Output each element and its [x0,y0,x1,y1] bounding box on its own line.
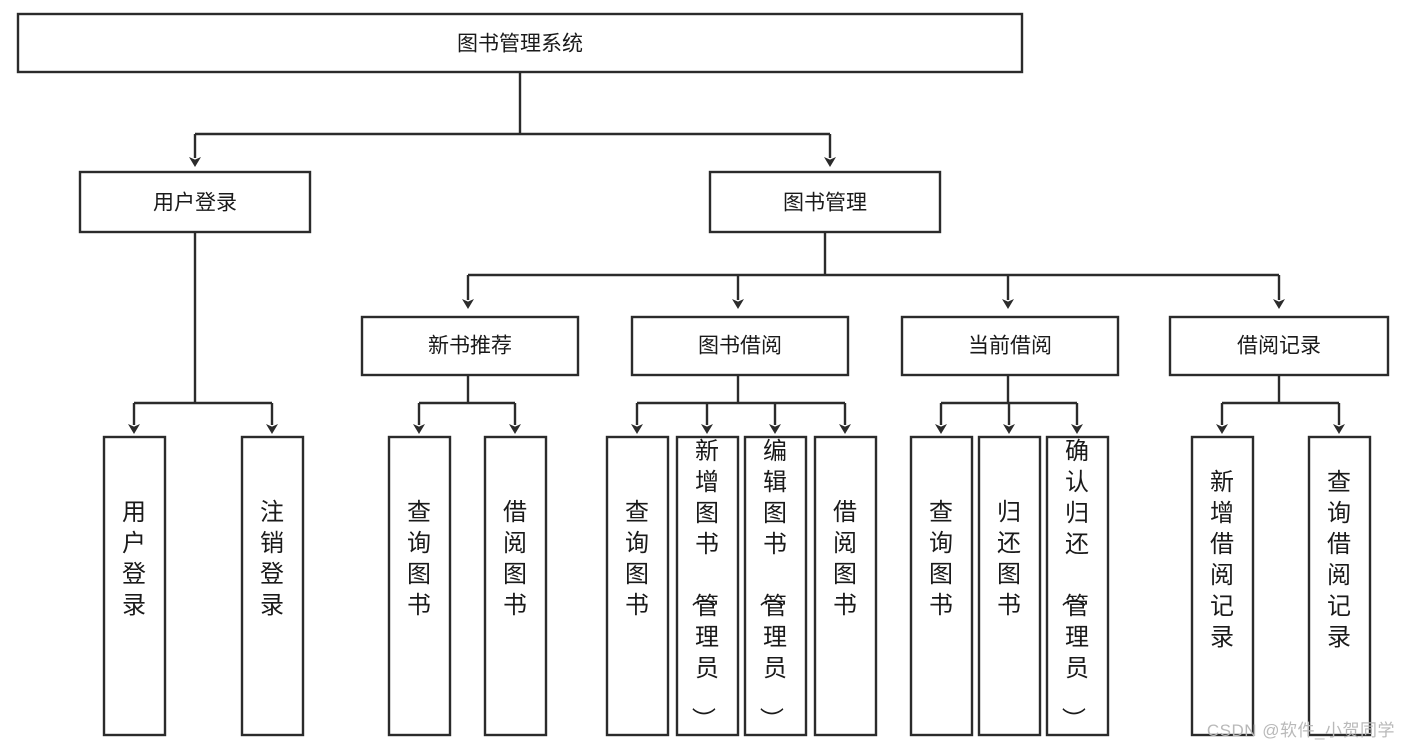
leaf-box [743,435,808,737]
leaf-node-user-login-logout[interactable]: 注销登录 [240,435,305,737]
node-new-book-recommend-box [360,315,580,377]
leaf-node-recommend-query-book[interactable]: 查询图书 [387,435,452,737]
leaf-label: 查询图书 [625,499,649,619]
leaf-box [387,435,452,737]
node-borrow-record[interactable]: 借阅记录 [1168,315,1390,377]
connector-group-book-manage [462,232,1285,309]
leaf-node-current-confirm-return[interactable]: 确认归还（管理员） [1045,435,1110,737]
leaf-node-recommend-borrow-book[interactable]: 借阅图书 [483,435,548,737]
leaf-node-borrow-edit-book[interactable]: 编辑图书（管理员） [743,435,808,737]
leaf-label: 查询借阅记录 [1327,469,1351,651]
leaf-label: 查询图书 [407,499,431,619]
leaf-node-record-query-record[interactable]: 查询借阅记录 [1307,435,1372,737]
connector-group-book-borrow [631,375,851,434]
leaf-label: 归还图书 [997,499,1021,619]
connector-group-current-borrow [935,375,1083,434]
node-user-login-label: 用户登录 [153,192,237,215]
leaf-label: 确认归还（管理员） [1059,438,1089,731]
leaf-node-current-query-book[interactable]: 查询图书 [909,435,974,737]
leaf-label: 用户登录 [122,499,146,619]
leaf-box [240,435,305,737]
leaf-label: 查询图书 [929,499,953,619]
leaf-box [102,435,167,737]
leaf-node-user-login-login[interactable]: 用户登录 [102,435,167,737]
leaf-label: 新增图书（管理员） [689,438,719,731]
node-new-book-recommend-label: 新书推荐 [428,335,512,358]
leaf-box [1045,435,1110,737]
leaf-box [1190,435,1255,737]
leaf-node-current-return-book[interactable]: 归还图书 [977,435,1042,737]
connector-group-borrow-record [1216,375,1345,434]
leaf-box [605,435,670,737]
leaf-label: 注销登录 [260,499,284,619]
leaf-node-borrow-borrow-book[interactable]: 借阅图书 [813,435,878,737]
leaf-box [813,435,878,737]
node-book-borrow-box [630,315,850,377]
node-user-login-box [78,170,312,234]
leaf-label: 新增借阅记录 [1210,469,1234,651]
node-book-management[interactable]: 图书管理 [708,170,942,234]
leaf-box [909,435,974,737]
connector-group-new-book-recommend [413,375,521,434]
leaf-node-borrow-add-book[interactable]: 新增图书（管理员） [675,435,740,737]
connector-group-user-login [128,232,278,434]
node-current-borrow[interactable]: 当前借阅 [900,315,1120,377]
leaf-box [483,435,548,737]
node-book-management-system[interactable]: 图书管理系统 [16,12,1024,74]
node-new-book-recommend[interactable]: 新书推荐 [360,315,580,377]
leaf-label: 借阅图书 [503,499,527,619]
node-book-management-label: 图书管理 [783,192,867,215]
node-root-box [16,12,1024,74]
connector-group-root [189,72,836,167]
leaf-label: 借阅图书 [833,499,857,619]
leaf-node-record-add-record[interactable]: 新增借阅记录 [1190,435,1255,737]
leaf-box [1307,435,1372,737]
leaf-node-borrow-query-book[interactable]: 查询图书 [605,435,670,737]
node-current-borrow-box [900,315,1120,377]
node-book-borrow[interactable]: 图书借阅 [630,315,850,377]
leaf-box [675,435,740,737]
node-book-borrow-label: 图书借阅 [698,335,782,358]
node-book-management-box [708,170,942,234]
leaf-label: 编辑图书（管理员） [757,438,787,731]
node-current-borrow-label: 当前借阅 [968,335,1052,358]
node-user-login[interactable]: 用户登录 [78,170,312,234]
leaf-box [977,435,1042,737]
node-root-label: 图书管理系统 [457,33,583,56]
node-borrow-record-box [1168,315,1390,377]
node-borrow-record-label: 借阅记录 [1237,335,1321,358]
